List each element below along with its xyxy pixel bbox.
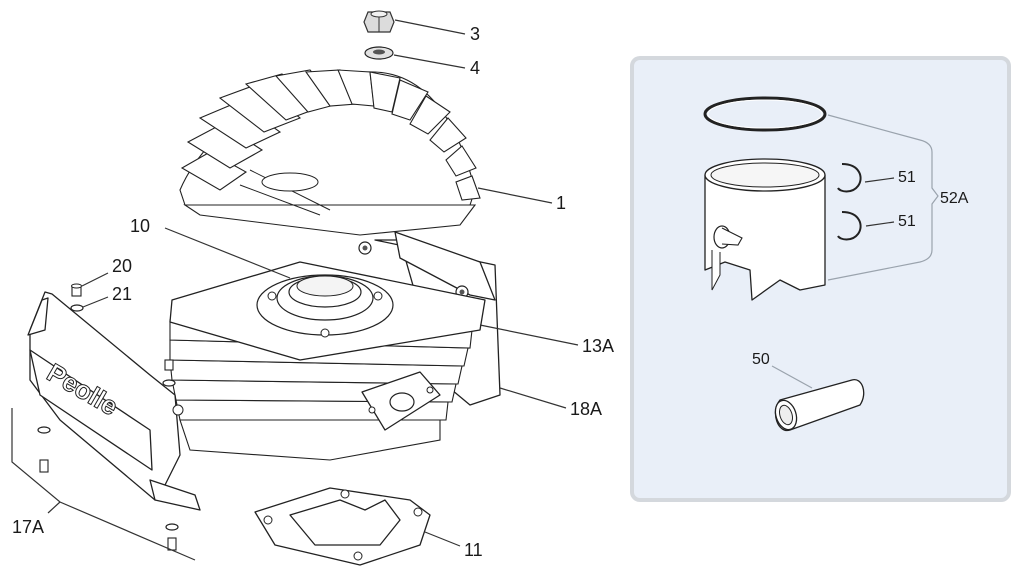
piston-ring-part: [703, 96, 827, 132]
screw-right-upper: [162, 359, 176, 387]
leader-line-1: [477, 187, 553, 204]
piston-part: [704, 158, 826, 301]
label-18a: 18A: [570, 399, 602, 419]
label-21: 21: [112, 284, 132, 304]
leader-line-17a: [47, 501, 61, 514]
screw-left-lower: [37, 426, 51, 473]
circlip-upper-part: [837, 163, 862, 193]
leader-line-51-lower: [865, 221, 895, 227]
bracket-52a: [827, 114, 939, 281]
label-52a: 52A: [940, 190, 969, 207]
cylinder-block-part: [169, 261, 486, 461]
label-20: 20: [112, 256, 132, 276]
screw-right-lower: [165, 523, 179, 551]
label-13a: 13A: [582, 336, 614, 356]
label-50: 50: [752, 351, 770, 368]
label-4: 4: [470, 58, 480, 78]
leader-line-20: [81, 272, 109, 287]
leader-line-50: [771, 365, 813, 389]
label-10: 10: [130, 216, 150, 236]
bracket-17a: [11, 408, 196, 561]
nut-part: [363, 10, 395, 33]
label-11: 11: [464, 540, 483, 560]
washer-21-part: [70, 304, 84, 312]
screw-20-part: [71, 283, 82, 297]
label-1: 1: [556, 193, 566, 213]
cylinder-head-part: [179, 69, 481, 236]
leader-line-18a: [499, 387, 567, 409]
leader-line-13a: [479, 324, 579, 346]
cover-part: Peolle: [27, 291, 201, 511]
leader-line-4: [393, 54, 466, 69]
label-17a: 17A: [12, 517, 44, 537]
label-51-lower: 51: [898, 213, 916, 230]
leader-line-10: [164, 227, 291, 279]
piston-pin-part: [774, 379, 865, 431]
label-3: 3: [470, 24, 480, 44]
leader-line-51-upper: [864, 177, 895, 183]
leader-line-3: [394, 19, 466, 35]
washer-part: [364, 46, 394, 60]
circlip-lower-part: [837, 211, 862, 241]
label-51-upper: 51: [898, 169, 916, 186]
leader-line-11: [424, 531, 461, 547]
base-gasket-part: [254, 487, 431, 566]
leader-line-21: [82, 296, 109, 308]
